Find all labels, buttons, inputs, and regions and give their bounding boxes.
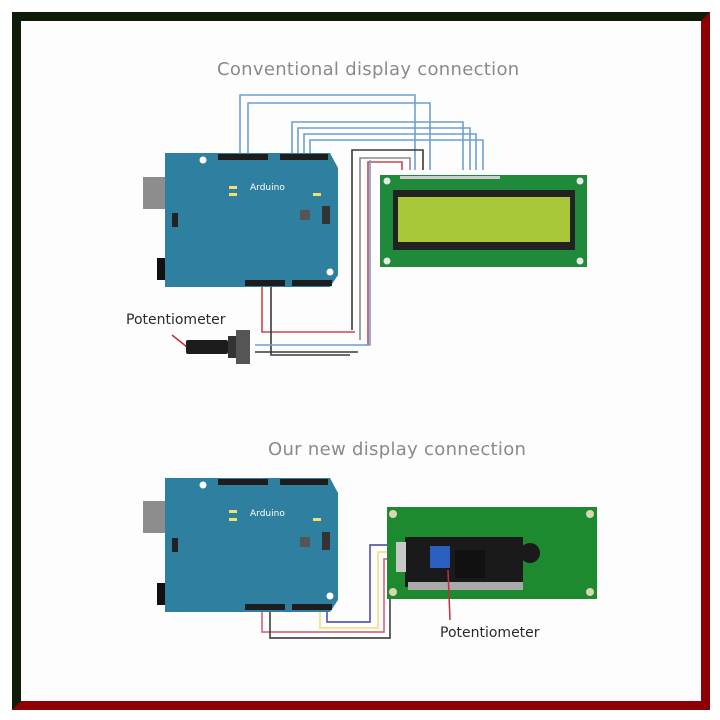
potentiometer-pointer-bottom bbox=[447, 569, 451, 621]
arduino-board-bottom bbox=[143, 478, 338, 612]
potentiometer-top bbox=[171, 330, 250, 364]
i2c-lcd-module bbox=[387, 507, 597, 599]
top-data-wires bbox=[239, 94, 484, 356]
arduino-label-bottom: Arduino bbox=[250, 509, 285, 519]
bottom-section-title: Our new display connection bbox=[268, 439, 527, 460]
arduino-board-top bbox=[143, 153, 338, 287]
bottom-i2c-wires bbox=[261, 544, 395, 639]
potentiometer-label-top: Potentiometer bbox=[126, 312, 226, 328]
arduino-label-top: Arduino bbox=[250, 183, 285, 193]
potentiometer-label-bottom: Potentiometer bbox=[440, 625, 540, 641]
top-section-title: Conventional display connection bbox=[217, 59, 520, 80]
lcd-16x2-top bbox=[380, 175, 587, 267]
